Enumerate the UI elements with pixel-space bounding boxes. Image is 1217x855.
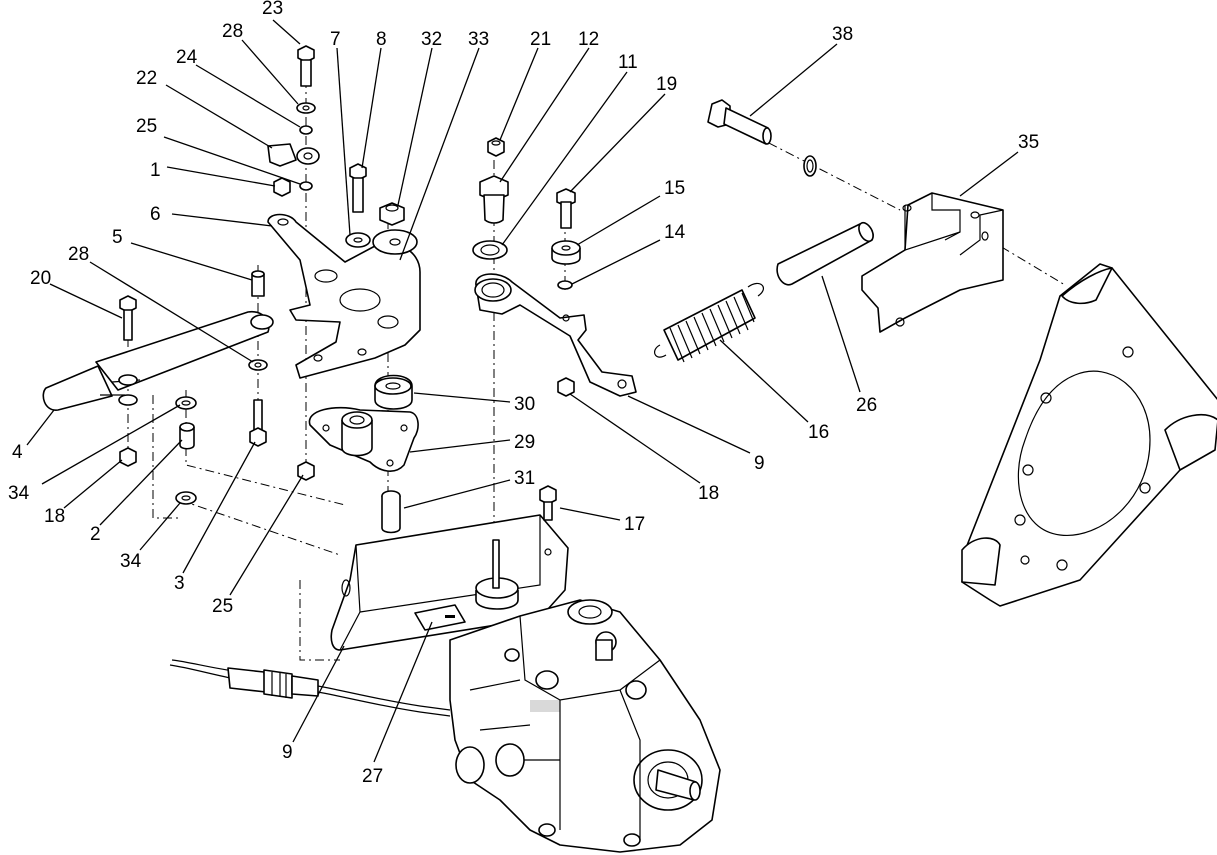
callout-26: 26 xyxy=(856,395,877,416)
callout-31: 31 xyxy=(514,468,535,489)
bolt-8 xyxy=(349,163,367,213)
nut-21 xyxy=(487,137,505,157)
callout-5: 5 xyxy=(112,227,123,248)
callout-32: 32 xyxy=(421,29,442,50)
leader-lines xyxy=(26,19,1019,763)
callout-19: 19 xyxy=(656,74,677,95)
bracket-9 xyxy=(330,485,569,651)
callout-35: 35 xyxy=(1018,132,1039,153)
callout-labels: 23 28 24 22 25 1 6 5 28 20 4 34 18 2 34 … xyxy=(8,0,1039,787)
callout-29: 29 xyxy=(514,432,535,453)
callout-20: 20 xyxy=(30,268,51,289)
nut-13 xyxy=(479,175,509,224)
plate-33-washer xyxy=(345,229,418,255)
spacer-2 xyxy=(179,422,195,450)
bolt-3 xyxy=(249,399,267,447)
callout-11: 9 xyxy=(754,453,765,474)
callout-25-top: 24 xyxy=(176,47,198,68)
bushing-30 xyxy=(374,374,413,410)
callout-8: 8 xyxy=(376,29,387,50)
decal-27 xyxy=(414,604,466,631)
washer-28-top xyxy=(296,102,316,114)
callout-17: 17 xyxy=(624,514,645,535)
callout-22: 22 xyxy=(136,68,157,89)
bolt-20 xyxy=(119,295,137,341)
callout-1: 1 xyxy=(150,160,161,181)
callout-34-bottom: 34 xyxy=(120,551,142,572)
nut-1 xyxy=(273,177,291,197)
callout-14: 14 xyxy=(664,222,686,243)
callout-2: 2 xyxy=(90,524,101,545)
callout-21: 21 xyxy=(530,29,551,50)
callout-15: 15 xyxy=(664,178,685,199)
hydraulic-pump xyxy=(449,599,721,853)
callout-18-right: 18 xyxy=(698,483,719,504)
callout-28-mid: 28 xyxy=(68,244,89,265)
mounting-plate xyxy=(961,263,1217,607)
callout-12: 11 xyxy=(618,52,638,73)
washer-25-bottom xyxy=(299,181,313,191)
tube-26 xyxy=(776,221,874,286)
spring-16 xyxy=(654,282,764,363)
washer-28-mid xyxy=(248,359,268,371)
washer-34-top xyxy=(175,396,197,410)
bolt-38 xyxy=(707,99,817,177)
callout-28-top: 28 xyxy=(222,21,243,42)
spacer-5 xyxy=(251,270,265,297)
callout-27: 27 xyxy=(362,766,383,787)
callout-24: 23 xyxy=(262,0,283,19)
nut-32 xyxy=(379,202,405,226)
callout-18-left: 18 xyxy=(44,506,65,527)
lever-11 xyxy=(474,273,637,397)
callout-9: 9 xyxy=(282,742,293,763)
bolt-24 xyxy=(297,45,315,87)
callout-33: 33 xyxy=(468,29,489,50)
callout-16: 16 xyxy=(808,422,829,443)
bolt-31 xyxy=(381,490,401,534)
callout-34-top: 34 xyxy=(8,483,30,504)
cable-4 xyxy=(42,310,274,411)
callout-30: 30 xyxy=(514,394,535,415)
callout-6: 6 xyxy=(150,204,161,225)
washer-34-bottom xyxy=(175,491,197,505)
callout-3: 3 xyxy=(174,573,185,594)
callout-23: 25 xyxy=(212,596,233,617)
washer-14 xyxy=(557,280,573,290)
plate-29 xyxy=(308,406,419,472)
nut-18-left xyxy=(119,447,137,467)
control-cable xyxy=(169,659,451,717)
spacer-15 xyxy=(551,240,581,265)
nut-18-right xyxy=(557,377,575,397)
callout-4: 4 xyxy=(12,442,23,463)
rod-end-22 xyxy=(267,143,320,167)
callout-7: 7 xyxy=(330,29,341,50)
washer-25-top xyxy=(299,125,313,135)
washer-4-set xyxy=(118,374,138,406)
callout-25-bottom: 25 xyxy=(136,116,157,137)
bracket-35 xyxy=(861,192,1004,333)
nut-23 xyxy=(297,461,315,481)
callout-13: 12 xyxy=(578,29,599,50)
callout-38: 38 xyxy=(832,24,853,45)
washer-12 xyxy=(472,240,508,260)
bolt-19 xyxy=(556,188,576,229)
